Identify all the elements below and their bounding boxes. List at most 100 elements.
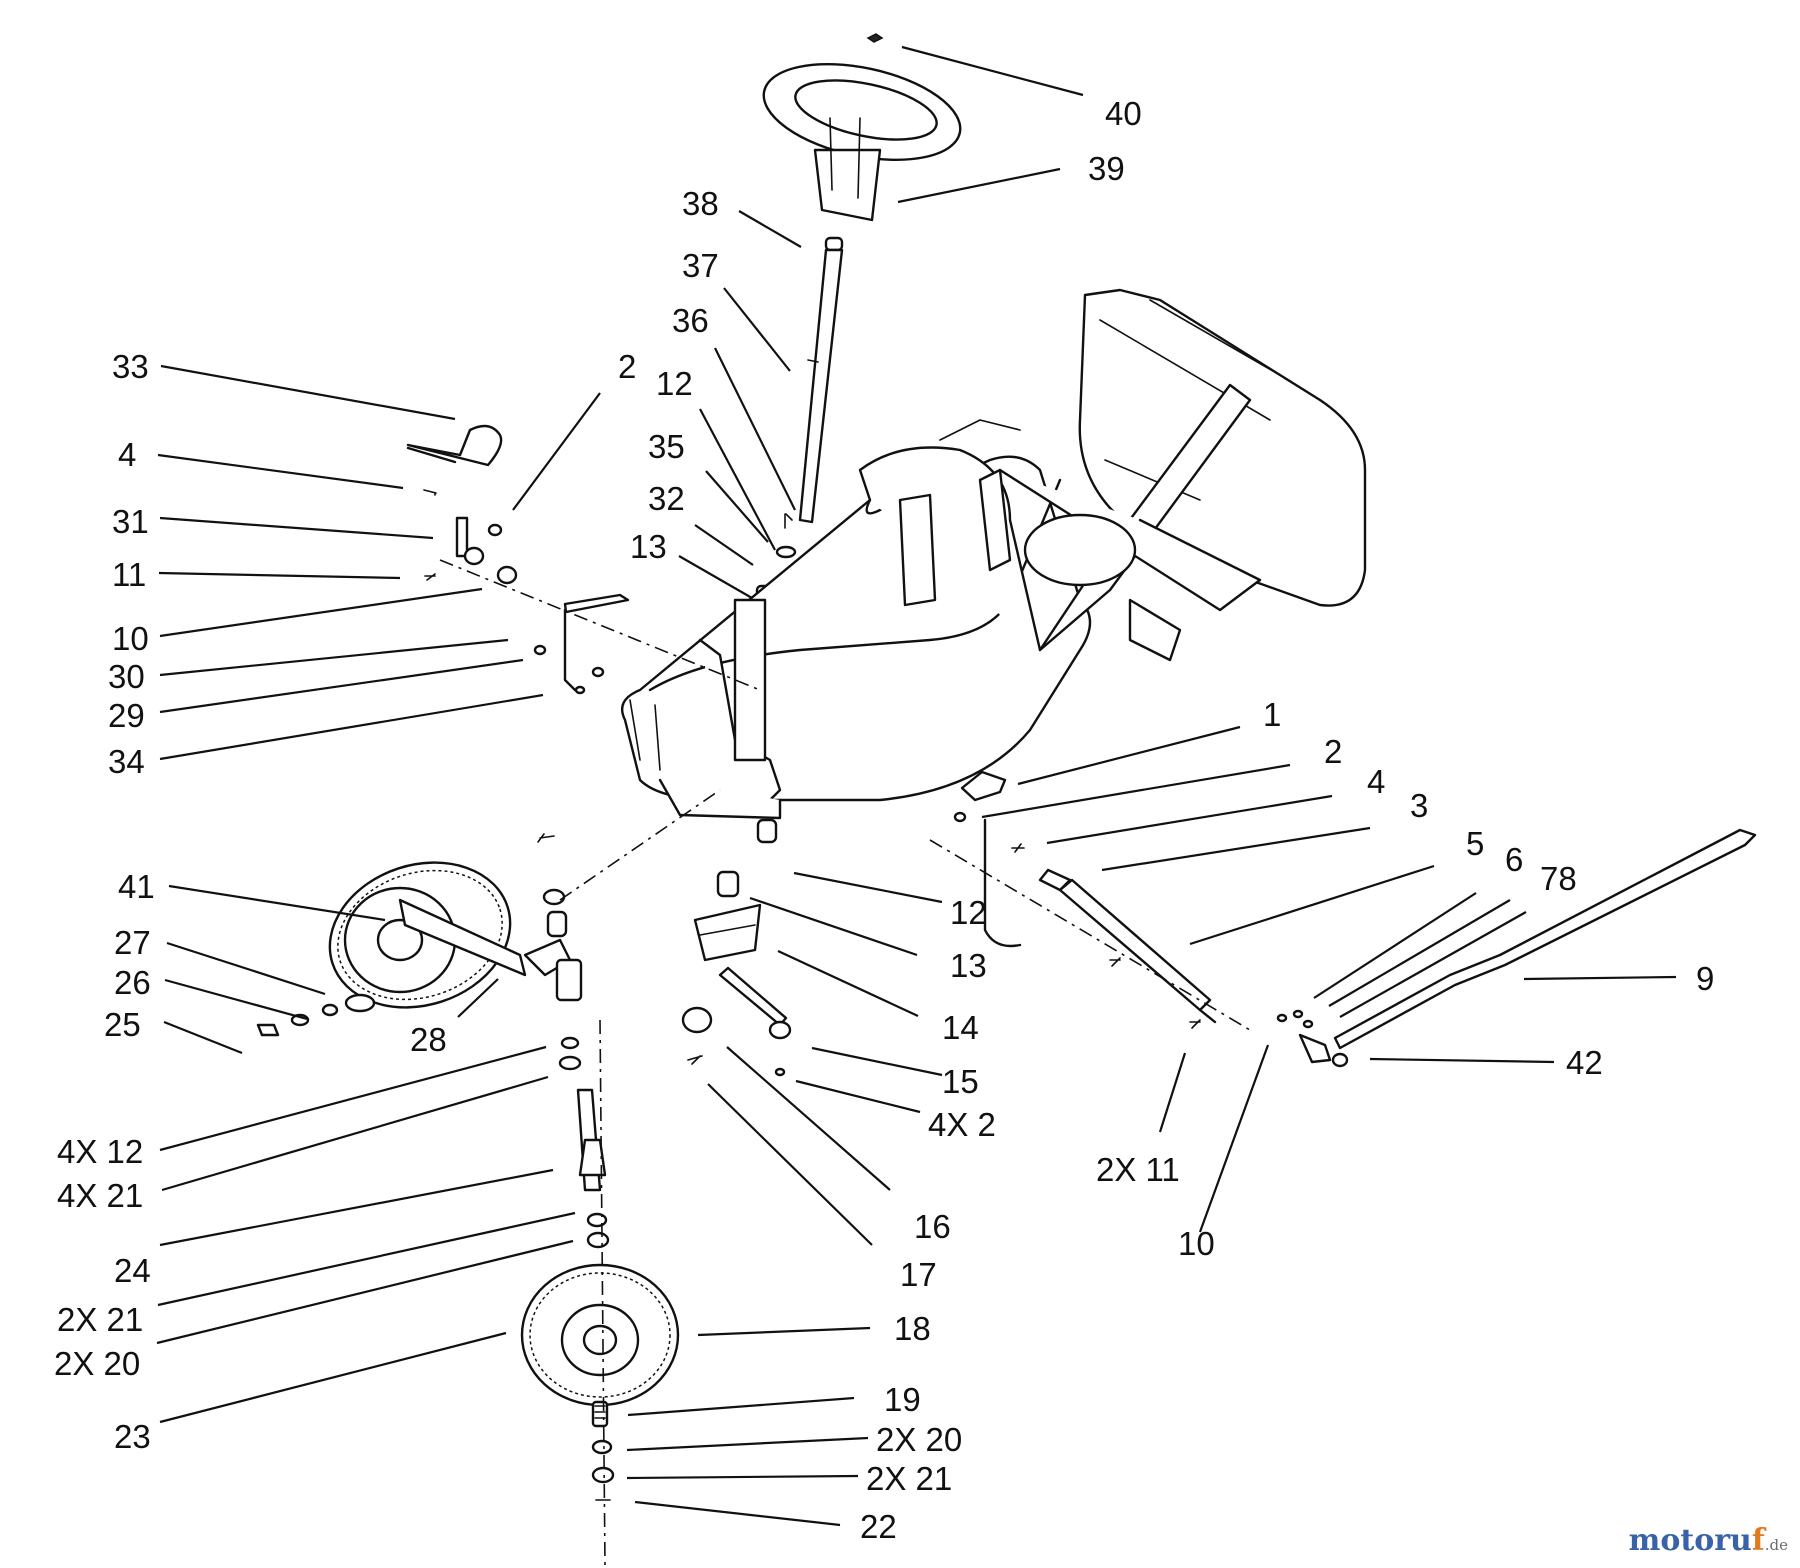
leader-4x2	[795, 1079, 921, 1114]
leader-30	[159, 638, 509, 677]
leader-40	[901, 45, 1084, 97]
callout-39: 39	[1088, 150, 1125, 187]
callout-10b: 10	[1178, 1225, 1215, 1262]
watermark-logo: motoruf.de	[1629, 1523, 1788, 1558]
callout-4x21: 4X 21	[57, 1177, 143, 1214]
leader-27	[166, 941, 326, 996]
callout-33: 33	[112, 348, 149, 385]
leader-2x21a	[157, 1211, 576, 1307]
left-wheel-part	[256, 789, 721, 1037]
leader-18	[697, 1326, 871, 1337]
front-wheel-part	[520, 1019, 680, 1566]
callout-4x2: 4X 2	[928, 1106, 996, 1143]
callout-10a: 10	[112, 620, 149, 657]
leader-lines	[156, 45, 1677, 1527]
callout-19: 19	[884, 1381, 921, 1418]
watermark-suffix: .de	[1764, 1536, 1788, 1554]
callout-23: 23	[114, 1418, 151, 1455]
callout-26: 26	[114, 964, 151, 1001]
watermark-main: motoru	[1628, 1523, 1752, 1558]
frame-part	[620, 288, 1367, 820]
leader-4a	[157, 453, 404, 490]
leader-36	[714, 347, 796, 511]
leader-19	[627, 1396, 855, 1417]
callout-4a: 4	[118, 436, 136, 473]
leader-16	[726, 1046, 891, 1191]
callout-11a: 11	[112, 556, 146, 593]
callout-17: 17	[900, 1256, 937, 1293]
cap-part	[866, 33, 884, 43]
leader-23	[159, 1331, 507, 1424]
callout-2x20b: 2X 20	[876, 1421, 962, 1458]
callout-2a: 2	[618, 348, 636, 385]
leader-13b	[749, 896, 918, 957]
leader-13a	[678, 555, 753, 599]
callout-14: 14	[942, 1009, 979, 1046]
leader-2x20b	[626, 1436, 869, 1452]
leader-35	[705, 470, 769, 543]
leader-42	[1369, 1057, 1555, 1064]
leader-6	[1313, 892, 1477, 999]
leader-29	[159, 658, 524, 714]
callout-22: 22	[860, 1508, 897, 1545]
leader-78a	[1328, 899, 1511, 1007]
callout-15: 15	[942, 1063, 979, 1100]
callout-40: 40	[1105, 95, 1142, 132]
leader-10a	[159, 587, 483, 638]
callout-30: 30	[108, 658, 145, 695]
leader-78b	[1339, 911, 1527, 1018]
leader-9	[1523, 975, 1677, 981]
callout-4b: 4	[1367, 763, 1385, 800]
leader-4b	[1046, 794, 1333, 845]
leader-3	[1101, 826, 1371, 872]
leader-4x12	[159, 1045, 547, 1152]
callout-27: 27	[114, 924, 151, 961]
leader-34	[159, 693, 544, 761]
callout-5: 5	[1466, 825, 1484, 862]
right-linkage-part	[929, 770, 1757, 1068]
leader-17	[707, 1083, 873, 1246]
leader-33	[160, 364, 456, 421]
leader-39	[897, 167, 1061, 204]
leader-2x20a	[156, 1239, 574, 1345]
leader-24	[159, 1168, 554, 1247]
leader-1	[1017, 725, 1241, 786]
callout-13a: 13	[630, 528, 667, 565]
callout-38: 38	[682, 185, 719, 222]
leader-22	[634, 1500, 841, 1527]
callout-29: 29	[108, 697, 145, 734]
callout-24: 24	[114, 1252, 151, 1289]
leader-41	[168, 884, 386, 922]
callout-2x21b: 2X 21	[866, 1460, 952, 1497]
center-axle-part	[681, 818, 792, 1077]
leader-5	[1189, 864, 1435, 946]
callout-12b: 12	[950, 894, 987, 931]
steering-assembly	[755, 33, 962, 608]
callout-2x20a: 2X 20	[54, 1345, 140, 1382]
steering-shaft-part	[798, 236, 844, 524]
leader-4x21	[161, 1075, 549, 1192]
callout-2x11: 2X 11	[1096, 1151, 1180, 1188]
steering-wheel-part	[762, 63, 962, 222]
callout-42: 42	[1566, 1044, 1603, 1081]
callout-2b: 2	[1324, 733, 1342, 770]
callout-32: 32	[648, 480, 685, 517]
leader-2b	[981, 763, 1291, 819]
leader-2x11	[1158, 1052, 1187, 1133]
callout-36: 36	[672, 302, 709, 339]
callout-25: 25	[104, 1006, 141, 1043]
callout-12a: 12	[656, 365, 693, 402]
callout-28: 28	[410, 1021, 447, 1058]
leader-37	[723, 287, 791, 372]
leader-31	[159, 516, 434, 540]
callout-18: 18	[894, 1310, 931, 1347]
left-linkage-part	[406, 424, 761, 695]
callout-1: 1	[1263, 696, 1281, 733]
callout-41: 41	[118, 868, 155, 905]
leader-32	[694, 524, 754, 566]
callout-2x21a: 2X 21	[57, 1301, 143, 1338]
callout-16: 16	[914, 1208, 951, 1245]
leader-28	[457, 978, 499, 1018]
leader-12a	[699, 408, 776, 551]
callout-78: 78	[1540, 860, 1577, 897]
